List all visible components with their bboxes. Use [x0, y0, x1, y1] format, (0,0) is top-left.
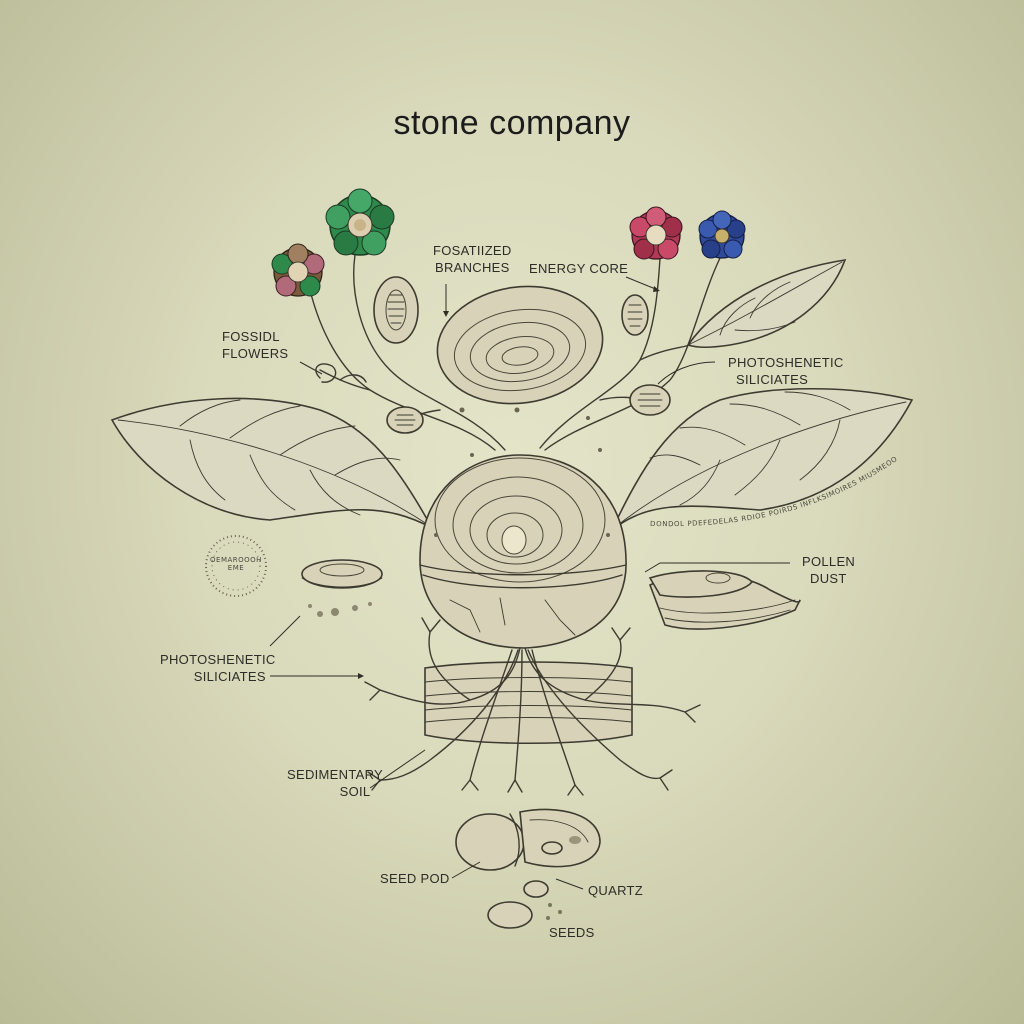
- roots: [364, 617, 701, 796]
- flower-blue: [698, 210, 746, 259]
- label-pointers: [269, 276, 790, 890]
- label-seeds: SEEDS: [549, 925, 595, 940]
- fossilized-branches: [309, 254, 721, 451]
- label-pollen-dust: POLLEN DUST: [802, 554, 856, 586]
- label-sedimentary-soil: SEDIMENTARY SOIL: [287, 767, 384, 799]
- page-title: stone company: [393, 104, 631, 142]
- flower-green-large: [325, 188, 395, 256]
- stamp-text: OEMAROOOH EME: [210, 556, 262, 572]
- label-quartz: QUARTZ: [588, 883, 644, 898]
- pollen-dust-slabs: [648, 570, 801, 630]
- branch-pods: [315, 276, 671, 434]
- flower-red: [629, 206, 683, 260]
- central-stone: [419, 454, 627, 649]
- left-leaf: [110, 397, 435, 530]
- label-energy-core: ENERGY CORE: [529, 261, 629, 276]
- left-slab: [301, 559, 383, 617]
- seed-pod: [455, 808, 601, 871]
- label-photosynthetic-siliciates-left: PHOTOSHENETIC SILICIATES: [160, 652, 276, 684]
- energy-core-disk: [436, 285, 604, 405]
- right-leaf: [611, 387, 914, 531]
- label-fossilized-branches: FOSATIIZED BRANCHES: [433, 243, 512, 275]
- dotted-stamp: [205, 535, 267, 597]
- label-fossil-flowers: FOSSIDL FLOWERS: [222, 329, 289, 361]
- quartz-and-seeds: [487, 880, 562, 929]
- flower-small-left: [271, 243, 325, 297]
- upper-right-leaf: [686, 259, 847, 349]
- floating-specks: [434, 407, 610, 537]
- label-photosynthetic-siliciates-top: PHOTOSHENETIC SILICIATES: [728, 355, 844, 387]
- label-seed-pod: SEED POD: [380, 871, 450, 886]
